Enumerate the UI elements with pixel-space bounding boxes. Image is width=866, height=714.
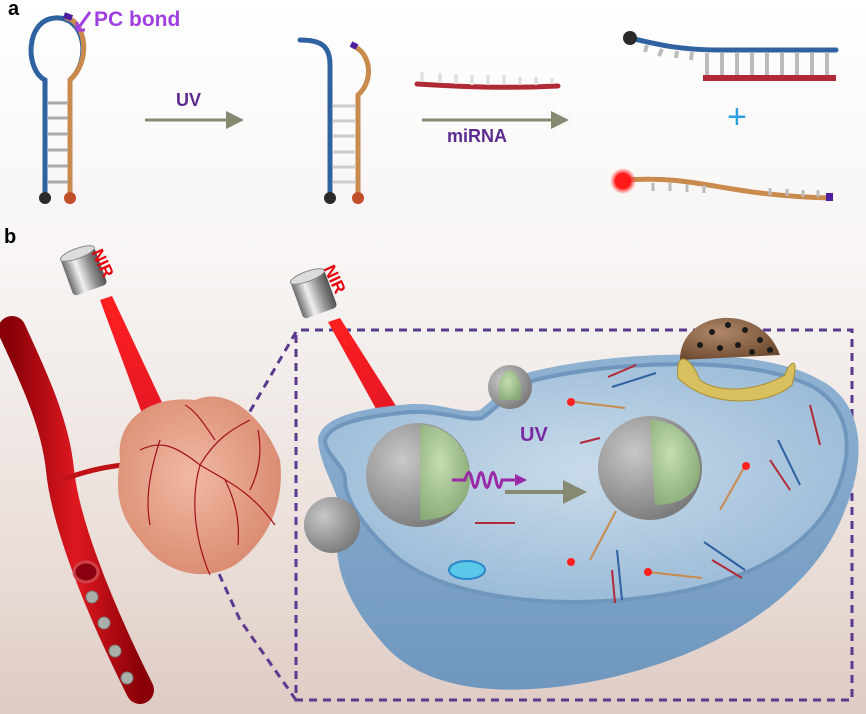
- panel-b-label: b: [4, 226, 17, 248]
- quencher-dot: [39, 192, 51, 204]
- panel-a-background: [0, 0, 866, 215]
- pc-bond-label: PC bond: [94, 8, 181, 31]
- scattered-probes: [475, 364, 821, 604]
- mitochondrion: [448, 560, 486, 580]
- plus-sign: +: [727, 98, 747, 136]
- golgi-apparatus: [677, 358, 796, 402]
- hairpin-probe: [28, 12, 87, 204]
- nanoparticle-entering: [488, 365, 532, 409]
- nanoparticle-released: [598, 416, 702, 520]
- nanoparticle-irradiated: [366, 423, 470, 527]
- nir-beam: [328, 318, 405, 425]
- nir-beam: [100, 296, 175, 435]
- nanoparticles-in-vessel: [85, 590, 134, 685]
- uv-step-label: UV: [176, 90, 202, 110]
- fluorophore-signals: [567, 398, 750, 576]
- cleaved-probe: [297, 37, 372, 204]
- duplex-product: [623, 31, 839, 81]
- pc-bond-arrow-icon: [75, 11, 92, 32]
- uv-label: UV: [520, 424, 548, 446]
- uv-wave-icon: [452, 471, 515, 489]
- tumor: [117, 396, 281, 576]
- panel-a-label: a: [8, 0, 20, 20]
- fluorophore-dot: [64, 192, 76, 204]
- nir-laser-1: [59, 245, 175, 435]
- mirna-step-label: miRNA: [447, 126, 508, 146]
- nir-laser-2: [289, 268, 405, 425]
- uv-arrowhead-icon: [515, 474, 527, 486]
- nucleus: [680, 317, 780, 360]
- nanoparticle-outside: [304, 497, 360, 553]
- released-fluorophore-strand: [610, 168, 833, 201]
- mirna-strand: [414, 72, 561, 90]
